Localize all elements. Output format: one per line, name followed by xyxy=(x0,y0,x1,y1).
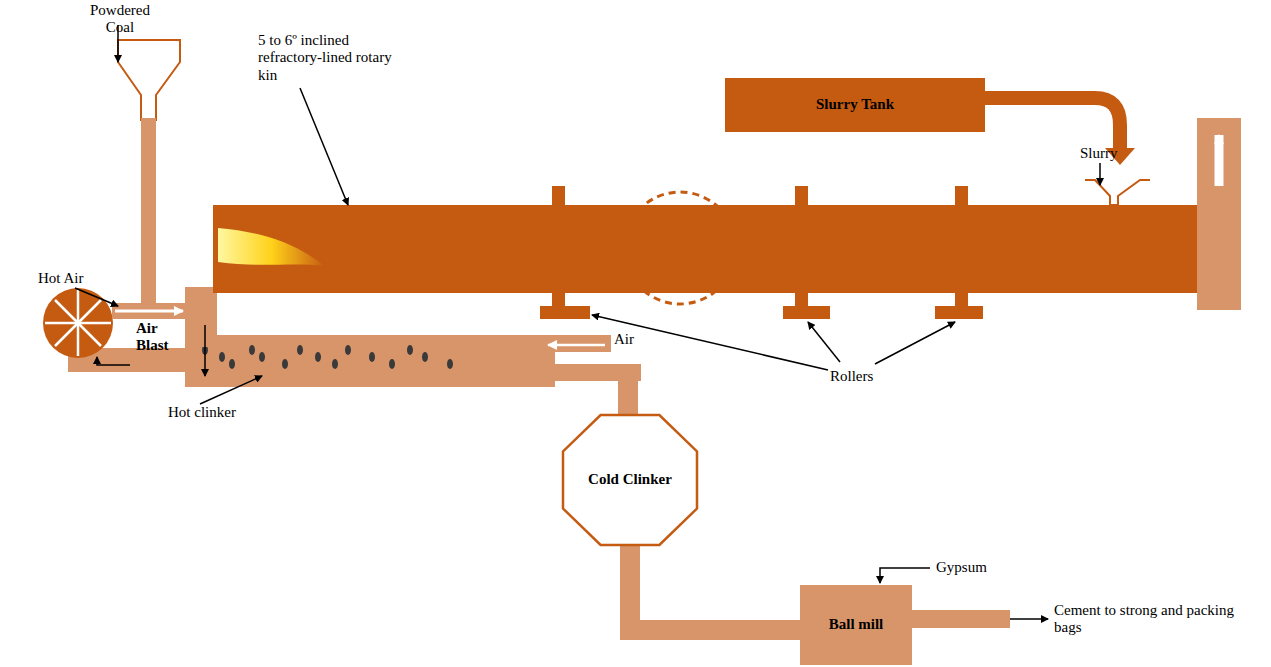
node-text: Ball mill xyxy=(829,616,884,633)
pipe-connector xyxy=(630,546,800,630)
gypsum-label: Gypsum xyxy=(936,559,1016,576)
clinker-label: Hot clinker xyxy=(168,404,268,421)
air-label: Hot Air xyxy=(38,270,108,287)
air-label: Air xyxy=(614,331,654,348)
node-text: Slurry Tank xyxy=(816,96,894,113)
roller-label: Rollers xyxy=(830,368,900,385)
node-text: Cold Clinker xyxy=(588,471,672,488)
blast-label: Air Blast xyxy=(136,320,182,355)
coal-label: Powdered Coal xyxy=(80,2,160,37)
slurry-label: Slurry xyxy=(1080,145,1140,162)
tank-box: Slurry Tank xyxy=(725,78,985,132)
cooler-octagon: Cold Clinker xyxy=(560,412,700,548)
mill-box: Ball mill xyxy=(800,585,912,665)
kiln-label: 5 to 6º inclined refractory-lined rotary… xyxy=(258,32,408,84)
output-label: Cement to strong and packing bags xyxy=(1054,602,1254,637)
